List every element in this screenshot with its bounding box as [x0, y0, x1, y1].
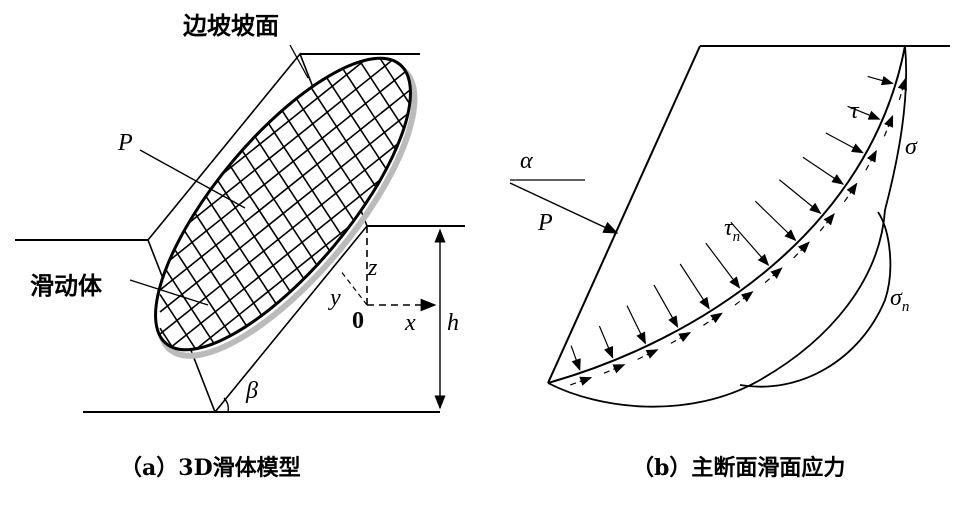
label-p: P	[118, 130, 133, 156]
mesh-line	[159, 29, 266, 115]
normal-stress-arrow	[754, 200, 797, 242]
tau-n-symbol: τ	[724, 215, 733, 241]
normal-stress-arrow	[679, 263, 710, 310]
angle-alpha-label: α	[520, 148, 533, 174]
axis-x-label: x	[405, 310, 416, 336]
tau-n-label: τn	[724, 215, 740, 246]
mesh-line	[159, 67, 411, 269]
normal-stress-arrow	[825, 132, 864, 154]
height-label: h	[447, 310, 459, 336]
mesh-line	[334, 309, 411, 371]
normal-stress-arrow	[598, 325, 614, 359]
shear-stress-arrow	[843, 182, 858, 203]
normal-stress-arrow	[570, 345, 581, 372]
normal-stress-arrow	[705, 242, 741, 289]
caption-a: （a）3D滑体模型	[120, 455, 301, 481]
normal-stress-arrow	[730, 221, 770, 267]
origin-label: 0	[352, 308, 364, 334]
angle-beta-label: β	[246, 378, 258, 404]
mesh-line	[159, 361, 166, 371]
mesh-line	[159, 89, 411, 291]
mesh-line	[159, 111, 411, 313]
label-sliding-body: 滑动体	[30, 271, 102, 300]
shear-stress-arrow	[703, 312, 723, 326]
axis-y-label: y	[330, 285, 341, 311]
normal-stress-arrow	[867, 75, 894, 86]
label-slope-face: 边坡坡面	[183, 11, 279, 40]
mesh-line	[159, 133, 411, 335]
panel-a-model	[15, 29, 465, 414]
shear-stress-arrow	[734, 291, 754, 306]
shear-stress-arrow	[637, 349, 659, 360]
shear-stress-arrow	[883, 114, 894, 137]
shear-stress-arrow	[793, 241, 810, 259]
label-p-b: P	[538, 210, 553, 236]
axis-z-label: z	[368, 255, 378, 281]
mesh-line	[404, 29, 411, 38]
normal-stress-arrow	[626, 305, 646, 345]
sigma-label: σ	[905, 134, 917, 160]
sigma-n-subscript: n	[901, 298, 910, 315]
shear-stress-arrow	[897, 77, 908, 101]
shear-stress-arrow	[570, 376, 593, 386]
mesh-line	[159, 155, 411, 357]
normal-stress-arrow	[653, 284, 679, 329]
tau-n-subscript: n	[732, 228, 741, 245]
sigma-n-symbol: σ	[890, 285, 902, 311]
normal-stress-arrow	[802, 156, 845, 185]
tau-label: τ	[850, 98, 859, 124]
shear-stress-arrow	[603, 364, 626, 374]
shear-stress-arrow	[865, 149, 877, 171]
mesh-line	[159, 29, 183, 49]
caption-b: （b）主断面滑面应力	[632, 455, 846, 481]
normal-stress-arrow	[779, 179, 822, 215]
shear-stress-arrow	[670, 332, 692, 344]
mesh-line	[159, 45, 411, 247]
normal-stress-arrow	[847, 105, 881, 120]
panel-b-section	[509, 45, 950, 408]
shear-stress-arrow	[819, 213, 835, 232]
shear-stress-arrow	[764, 267, 783, 284]
sigma-n-label: σn	[890, 285, 909, 316]
